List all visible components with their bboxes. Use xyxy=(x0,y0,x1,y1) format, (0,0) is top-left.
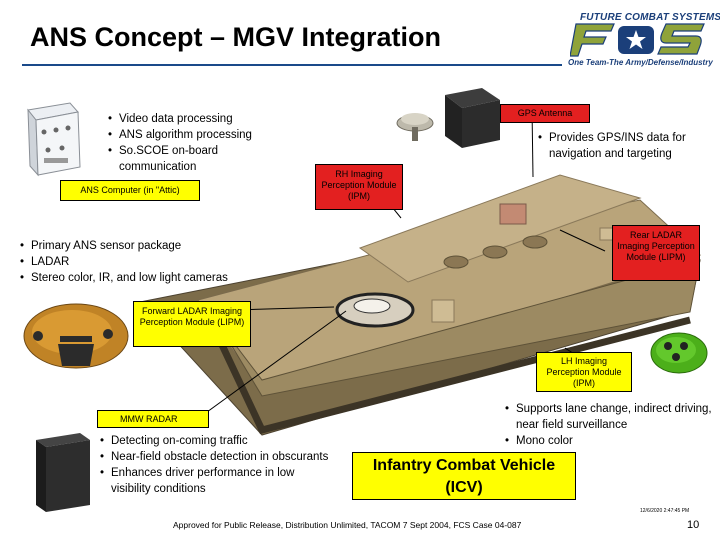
icv-caption-line2: (ICV) xyxy=(445,479,483,496)
gps-antenna-image xyxy=(396,88,500,148)
lh-bullet-list: Supports lane change, indirect driving, … xyxy=(505,402,713,450)
radar-bullet-list: Detecting on-coming traffic Near-field o… xyxy=(100,434,335,497)
release-footer: Approved for Public Release, Distributio… xyxy=(173,520,522,530)
label-gps-antenna: GPS Antenna xyxy=(500,104,590,123)
title-divider xyxy=(22,64,562,66)
label-forward-lipm: Forward LADAR Imaging Perception Module … xyxy=(133,301,251,347)
sensor-bullet-list: Primary ANS sensor package LADAR Stereo … xyxy=(20,239,270,287)
list-item: Mono color xyxy=(505,434,713,450)
list-item: Near-field obstacle detection in obscura… xyxy=(100,450,335,466)
label-lh-ipm: LH Imaging Perception Module (IPM) xyxy=(536,352,632,392)
fcs-logo xyxy=(570,23,705,57)
label-rh-ipm: RH Imaging Perception Module (IPM) xyxy=(315,164,403,210)
list-item: Detecting on-coming traffic xyxy=(100,434,335,450)
list-item: Provides GPS/INS data for navigation and… xyxy=(538,131,716,163)
ans-computer-image xyxy=(27,102,81,177)
list-item: ANS algorithm processing xyxy=(108,128,283,144)
mmw-radar-image xyxy=(36,433,90,512)
page-number: 10 xyxy=(687,519,700,531)
brand-tagline: One Team-The Army/Defense/Industry xyxy=(568,58,713,67)
computer-bullet-list: Video data processing ANS algorithm proc… xyxy=(108,112,283,175)
list-item: Stereo color, IR, and low light cameras xyxy=(20,271,270,287)
brand-name: FUTURE COMBAT SYSTEMS xyxy=(580,12,720,23)
datestamp: 12/6/2020 2:47:45 PM xyxy=(640,508,690,514)
gps-bullet-list: Provides GPS/INS data for navigation and… xyxy=(538,131,716,163)
label-rear-lipm: Rear LADAR Imaging Perception Module (LI… xyxy=(612,225,700,281)
page-title: ANS Concept – MGV Integration xyxy=(30,22,442,52)
label-ans-computer: ANS Computer (in "Attic) xyxy=(60,180,200,201)
list-item: LADAR xyxy=(20,255,270,271)
list-item: Primary ANS sensor package xyxy=(20,239,270,255)
icv-caption: Infantry Combat Vehicle (ICV) xyxy=(352,452,576,500)
list-item: Video data processing xyxy=(108,112,283,128)
list-item: So.SCOE on-board communication xyxy=(108,144,283,176)
icv-caption-line1: Infantry Combat Vehicle xyxy=(372,457,556,474)
label-mmw-radar: MMW RADAR xyxy=(97,410,209,428)
lh-ipm-image xyxy=(650,332,708,374)
list-item: Supports lane change, indirect driving, … xyxy=(505,402,713,434)
list-item: Enhances driver performance in low visib… xyxy=(100,466,335,498)
forward-ladar-image xyxy=(23,303,129,369)
